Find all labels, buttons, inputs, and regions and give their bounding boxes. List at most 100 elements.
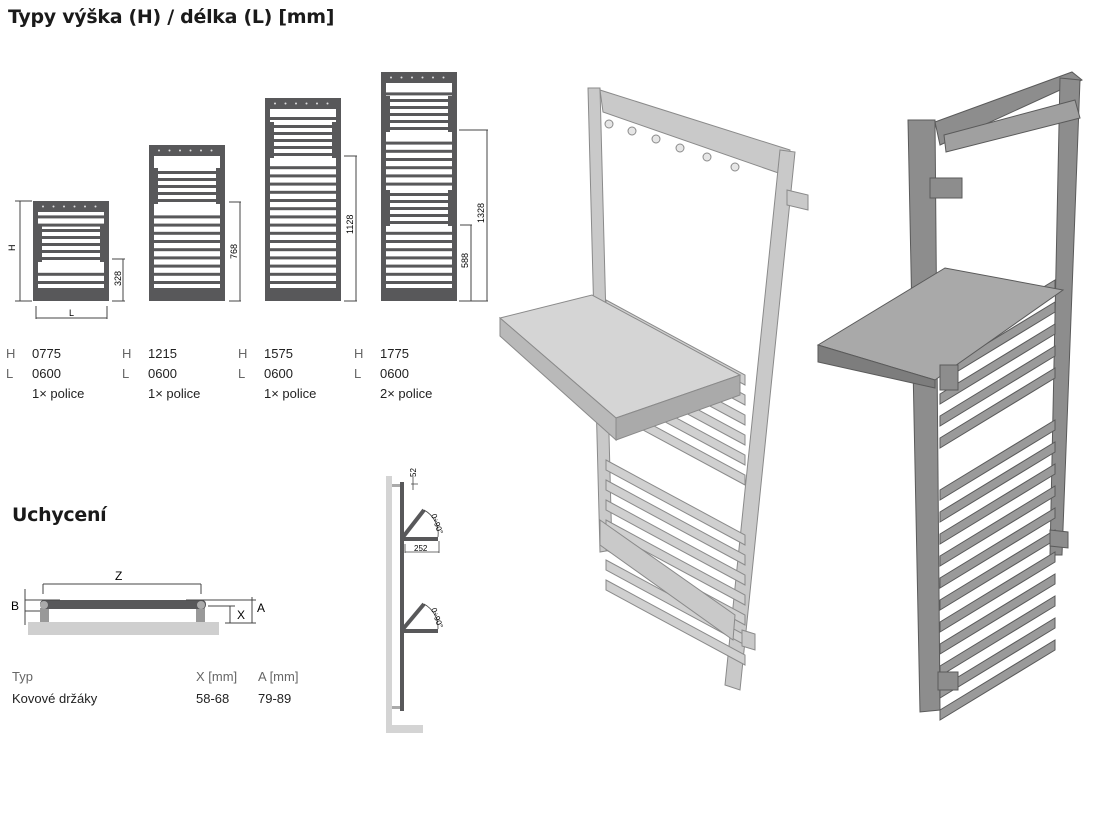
mounting-top-view: Z B X A <box>11 569 265 635</box>
rail-bar <box>386 231 452 235</box>
table-header-a: A [mm] <box>258 669 299 684</box>
shelf-bar <box>272 139 334 142</box>
rail-bar <box>939 551 1056 633</box>
bottom-panel <box>265 288 341 301</box>
spec-h-value: 1775 <box>380 346 409 361</box>
shelf-bar <box>40 257 102 260</box>
shelf-bar <box>40 236 102 239</box>
shelf-bar <box>156 185 218 188</box>
shelf-bar <box>272 132 334 135</box>
rail-bar <box>270 248 336 252</box>
frame-post <box>33 201 38 301</box>
a-label: A <box>257 601 265 615</box>
rail-bar <box>270 190 336 194</box>
rail-bar <box>154 240 220 243</box>
spec-h-value: 1575 <box>264 346 293 361</box>
rail-bar <box>386 174 452 178</box>
shelf-bar <box>388 127 450 130</box>
rail-bar <box>386 281 452 284</box>
header-dot <box>274 102 276 105</box>
header-dot <box>73 205 76 208</box>
rail-bar <box>270 256 336 260</box>
table-cell-type: Kovové držáky <box>12 691 98 706</box>
radiator-type-2 <box>149 145 225 301</box>
rail-bar <box>939 323 1056 405</box>
page-title: Typy výška (H) / délka (L) [mm] <box>8 6 335 28</box>
dim-328: 328 <box>113 271 123 286</box>
spec-l-label: L <box>354 366 362 381</box>
shelf-depth-label: 252 <box>414 544 428 553</box>
header-dot <box>84 205 86 208</box>
table-header-type: Typ <box>12 669 33 684</box>
rail-bar <box>939 367 1056 449</box>
frame-post <box>452 72 457 301</box>
shelf-bar <box>388 113 450 116</box>
spec-h-label: H <box>238 346 248 361</box>
spec-l-value: 0600 <box>380 366 409 381</box>
rail-bar <box>270 215 336 219</box>
spec-l-label: L <box>6 366 14 381</box>
render-dark-radiator <box>816 71 1083 721</box>
rail-bar <box>154 223 220 227</box>
shelf-bar <box>40 243 102 246</box>
header-dot <box>42 205 44 208</box>
rail-bar <box>270 174 336 178</box>
frame-post <box>149 145 154 301</box>
bottom-panel <box>381 288 457 301</box>
header-dot <box>168 149 171 152</box>
header-dot <box>284 102 287 105</box>
spec-shelves: 1× police <box>32 386 85 401</box>
rail-bar <box>154 264 220 268</box>
rail-bar <box>939 419 1056 501</box>
rail-bar <box>386 141 452 145</box>
frame-post <box>336 98 341 301</box>
rail-bar <box>386 264 452 268</box>
rail-bar <box>154 215 220 219</box>
rail-bar <box>386 256 452 260</box>
rail-bar <box>605 459 746 546</box>
angle-label-2: 0÷90° <box>429 607 445 630</box>
shelf-bar <box>156 178 218 181</box>
frame-post <box>381 72 386 301</box>
spec-h-label: H <box>354 346 364 361</box>
mounting-side-view: 52 252 0÷90° 0÷90° <box>386 468 445 733</box>
rail-bar <box>386 158 452 161</box>
rail-bar <box>270 166 336 170</box>
frame-post <box>104 201 109 301</box>
rail-bar <box>939 639 1056 721</box>
rail-bar <box>386 272 452 276</box>
rail-bar <box>270 223 336 227</box>
shelf-bar <box>156 171 218 174</box>
table-cell-a: 79-89 <box>258 691 292 706</box>
shelf-bar <box>388 120 450 123</box>
shelf-bar <box>388 193 450 196</box>
dim-l-label: L <box>69 308 74 318</box>
radiator-type-drawings <box>33 72 457 301</box>
rail-bar <box>605 479 746 566</box>
rail-bar <box>386 149 452 153</box>
dim-1128: 1128 <box>345 215 355 234</box>
spec-shelves: 1× police <box>264 386 317 401</box>
table-header-x: X [mm] <box>196 669 238 684</box>
header-dot <box>189 149 192 152</box>
spec-shelves: 1× police <box>148 386 201 401</box>
shelf-bar <box>388 221 450 224</box>
top-header <box>265 98 341 109</box>
header-dot <box>432 76 434 79</box>
shelf-bar <box>156 199 218 202</box>
frame-post <box>265 98 270 301</box>
rail-bar <box>939 573 1056 655</box>
header-dot <box>52 205 55 208</box>
rail-bar <box>270 231 336 235</box>
rail-bar <box>38 223 104 227</box>
radiator-type-4 <box>381 72 457 301</box>
top-offset-label: 52 <box>409 468 418 477</box>
table-cell-x: 58-68 <box>196 691 230 706</box>
header-dot <box>158 149 160 152</box>
rail-bar <box>939 485 1056 567</box>
header-dot <box>179 149 181 152</box>
header-dot <box>421 76 424 79</box>
rail-bar <box>605 499 746 586</box>
render-light-radiator <box>498 87 809 691</box>
top-header <box>149 145 225 156</box>
